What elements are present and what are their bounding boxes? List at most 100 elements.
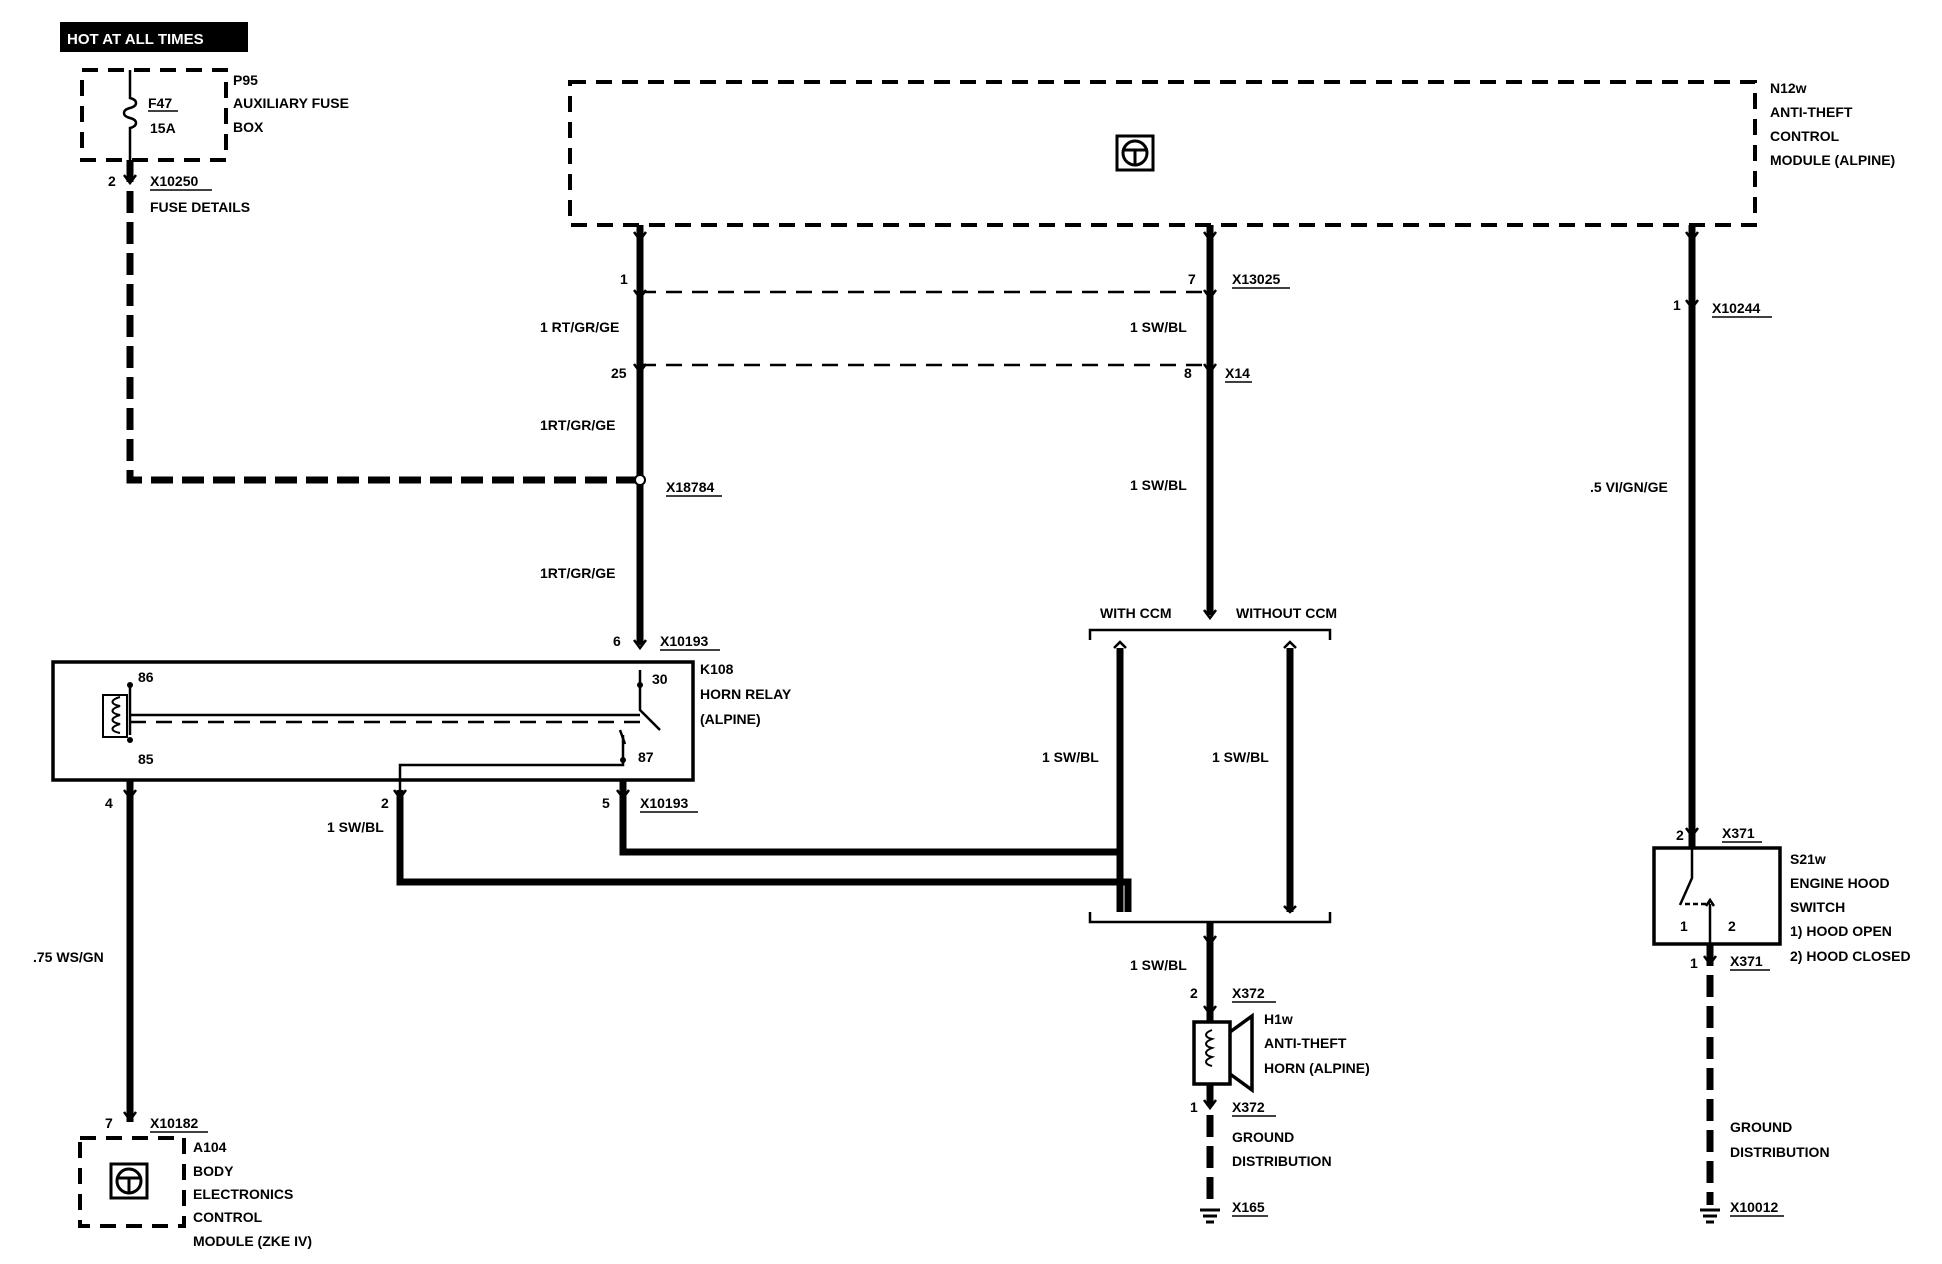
horn-h1w <box>1192 1012 1254 1094</box>
pin-1-horn: 1 <box>1190 1099 1198 1115</box>
wire-label-horn: 1 SW/BL <box>1130 957 1187 973</box>
with-ccm-label: WITH CCM <box>1100 605 1172 621</box>
pin-86: 86 <box>138 669 154 685</box>
connector-x371-bottom: X371 <box>1730 953 1763 969</box>
pin-4: 4 <box>105 795 113 811</box>
switch-contact-icon <box>1678 848 1694 906</box>
pin-2-horn: 2 <box>1190 985 1198 1001</box>
switch-line1: ENGINE HOOD <box>1790 875 1890 891</box>
module-a104-line4: MODULE (ZKE IV) <box>193 1233 312 1249</box>
pin-5: 5 <box>602 795 610 811</box>
splice-x18784 <box>634 474 646 486</box>
wire-label-3: 1RT/GR/GE <box>540 417 615 433</box>
horn-id: H1w <box>1264 1011 1293 1027</box>
horn-line1: ANTI-THEFT <box>1264 1035 1347 1051</box>
relay-line2: (ALPINE) <box>700 711 761 727</box>
fuse-box-name-2: BOX <box>233 119 264 135</box>
fuse-box-name-1: AUXILIARY FUSE <box>233 95 349 111</box>
fuse-rating: 15A <box>150 120 176 136</box>
switch-line2: SWITCH <box>1790 899 1845 915</box>
steering-wheel-icon-a104 <box>109 1162 149 1200</box>
connector-x10193-bottom: X10193 <box>640 795 688 811</box>
pin-6: 6 <box>613 633 621 649</box>
wire-pin-5 <box>619 780 1124 856</box>
horn-icon <box>1228 1012 1254 1094</box>
pin-1-switch: 1 <box>1690 955 1698 971</box>
engine-hood-switch-s21w: 1 2 <box>1652 846 1782 946</box>
fuse-box-p95: F47 15A <box>80 68 228 162</box>
ground-icon-x165 <box>1200 1208 1220 1224</box>
switch-pin-1: 1 <box>1680 918 1688 934</box>
wire-label-ws-gn: .75 WS/GN <box>33 949 104 965</box>
switch-legend-2: 2) HOOD CLOSED <box>1790 948 1911 964</box>
connector-x10012: X10012 <box>1730 1199 1778 1215</box>
connector-x10182: X10182 <box>150 1115 198 1131</box>
pin-2-relay: 2 <box>381 795 389 811</box>
wire-label-1: 1 RT/GR/GE <box>540 319 619 335</box>
wire-label-vi: .5 VI/GN/GE <box>1590 479 1668 495</box>
connector-x371-top: X371 <box>1722 825 1755 841</box>
pin-2-switch: 2 <box>1676 827 1684 843</box>
connector-x13025: X13025 <box>1232 271 1280 287</box>
ground-right-line1: GROUND <box>1730 1119 1792 1135</box>
ccm-bracket-top <box>1088 628 1332 640</box>
fuse-box-id: P95 <box>233 72 258 88</box>
pin-25: 25 <box>611 365 627 381</box>
wire-pin-2 <box>396 790 1132 912</box>
module-n12w <box>568 80 1757 227</box>
pin-7-top: 7 <box>1188 271 1196 287</box>
ground-icon-x10012 <box>1700 1208 1720 1224</box>
module-a104-line3: CONTROL <box>193 1209 263 1225</box>
relay-id: K108 <box>700 661 734 677</box>
module-a104 <box>78 1136 186 1228</box>
switch-pin-2: 2 <box>1728 918 1736 934</box>
module-a104-line1: BODY <box>193 1163 234 1179</box>
wire-label-pin2: 1 SW/BL <box>327 819 384 835</box>
fuse-id: F47 <box>148 95 172 111</box>
module-a104-line2: ELECTRONICS <box>193 1186 293 1202</box>
module-n12w-line1: ANTI-THEFT <box>1770 104 1853 120</box>
relay-line1: HORN RELAY <box>700 686 792 702</box>
module-n12w-line2: CONTROL <box>1770 128 1840 144</box>
connector-x10250: X10250 <box>150 173 198 189</box>
steering-wheel-icon <box>1115 134 1155 172</box>
connector-x372-bottom: X372 <box>1232 1099 1265 1115</box>
pin-30: 30 <box>652 671 668 687</box>
fuse-feed-wire <box>126 160 640 484</box>
module-n12w-id: N12w <box>1770 80 1807 96</box>
module-n12w-line3: MODULE (ALPINE) <box>1770 152 1895 168</box>
horn-line2: HORN (ALPINE) <box>1264 1060 1370 1076</box>
pin-85: 85 <box>138 751 154 767</box>
connector-x10244: X10244 <box>1712 300 1760 316</box>
pin-1-right: 1 <box>1673 297 1681 313</box>
hot-at-all-times-badge: HOT AT ALL TIMES <box>60 22 248 52</box>
pin-8: 8 <box>1184 365 1192 381</box>
wire-label-5: 1RT/GR/GE <box>540 565 615 581</box>
connector-x165: X165 <box>1232 1199 1265 1215</box>
horn-relay-k108: 86 85 30 87 <box>51 660 695 790</box>
relay-coil-icon <box>102 694 128 738</box>
connector-x18784: X18784 <box>666 479 714 495</box>
switch-id: S21w <box>1790 851 1826 867</box>
pin-7-a104: 7 <box>105 1115 113 1131</box>
ccm-bracket-bottom <box>1088 912 1332 924</box>
wire-label-with-ccm: 1 SW/BL <box>1042 749 1099 765</box>
badge-text: HOT AT ALL TIMES <box>67 31 204 48</box>
connector-x14: X14 <box>1225 365 1250 381</box>
wire-label-2: 1 SW/BL <box>1130 319 1187 335</box>
pin-1-top: 1 <box>620 271 628 287</box>
ground-left-line2: DISTRIBUTION <box>1232 1153 1332 1169</box>
fuse-symbol <box>122 70 138 160</box>
fuse-details-label: FUSE DETAILS <box>150 199 250 215</box>
wire-label-4: 1 SW/BL <box>1130 477 1187 493</box>
fuse-pin: 2 <box>108 173 116 189</box>
ground-left-line1: GROUND <box>1232 1129 1294 1145</box>
wire-label-without-ccm: 1 SW/BL <box>1212 749 1269 765</box>
switch-legend-1: 1) HOOD OPEN <box>1790 923 1892 939</box>
module-a104-id: A104 <box>193 1139 227 1155</box>
without-ccm-label: WITHOUT CCM <box>1236 605 1337 621</box>
pin-87: 87 <box>638 749 654 765</box>
ground-right-line2: DISTRIBUTION <box>1730 1144 1830 1160</box>
connector-x10193-top: X10193 <box>660 633 708 649</box>
